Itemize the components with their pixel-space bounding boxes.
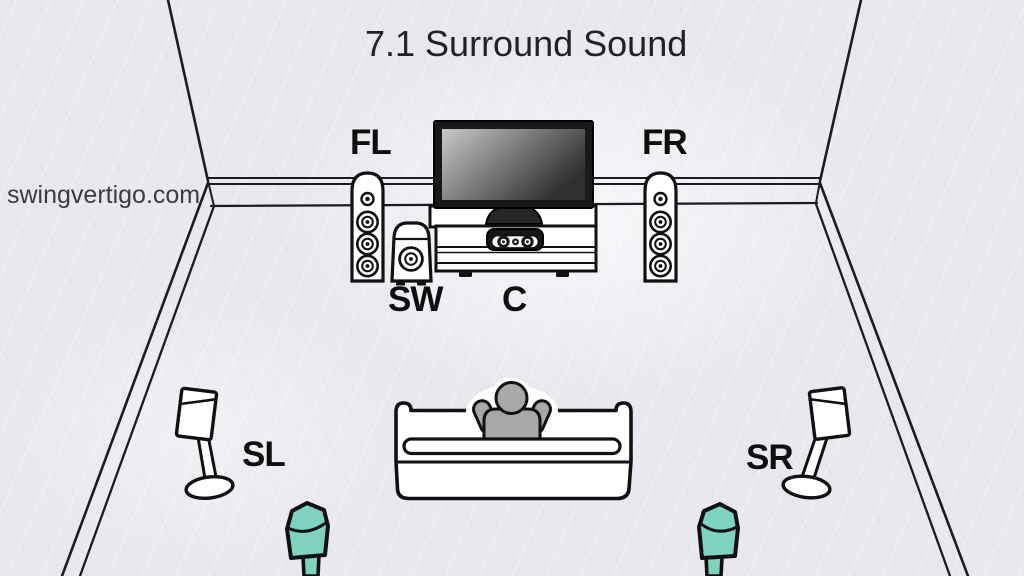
tv-screen	[442, 129, 585, 200]
center-speaker-icon	[486, 228, 544, 251]
front-right-tower-speaker-icon	[643, 171, 678, 283]
left-wall-edge	[166, 0, 210, 183]
subwoofer-icon	[390, 221, 433, 286]
label-surround-right: SR	[746, 438, 794, 477]
left-corner-joint	[207, 180, 215, 207]
rear-right-facet	[699, 521, 738, 533]
front-left-tower-speaker-icon	[350, 171, 385, 283]
right-floor-baseboard-inner	[814, 202, 952, 576]
label-surround-left: SL	[242, 435, 286, 474]
person-head	[494, 381, 529, 415]
sl-speaker-facet	[179, 398, 217, 406]
surround-right-speaker-icon	[781, 386, 852, 500]
person-torso	[482, 407, 542, 447]
diagram-title: 7.1 Surround Sound	[365, 23, 688, 64]
couch-cushion	[397, 437, 630, 464]
cabinet-foot-right	[556, 271, 569, 277]
left-floor-baseboard-inner	[78, 204, 216, 576]
rear-left-speaker-icon	[285, 501, 330, 576]
left-floor-baseboard-outer	[60, 181, 210, 576]
rear-left-facet	[287, 520, 328, 533]
sr-speaker-facet	[809, 397, 847, 406]
sl-speaker-head	[174, 386, 219, 442]
label-front-right: FR	[642, 123, 688, 162]
sl-stand-base	[184, 474, 235, 501]
sr-speaker-head	[807, 386, 852, 441]
sr-stand-base	[781, 474, 832, 500]
right-wall-edge	[818, 0, 863, 183]
watermark-text: swingvertigo.com	[7, 181, 201, 209]
listener-person-icon	[466, 377, 558, 450]
label-center: C	[502, 280, 527, 319]
cabinet-foot-left	[459, 271, 472, 277]
tv-and-stand	[428, 120, 598, 277]
label-subwoofer: SW	[388, 280, 443, 319]
right-floor-baseboard-outer	[818, 181, 970, 576]
surround-left-speaker-icon	[174, 386, 235, 501]
rear-right-speaker-icon	[697, 502, 740, 576]
label-front-left: FL	[350, 123, 392, 162]
